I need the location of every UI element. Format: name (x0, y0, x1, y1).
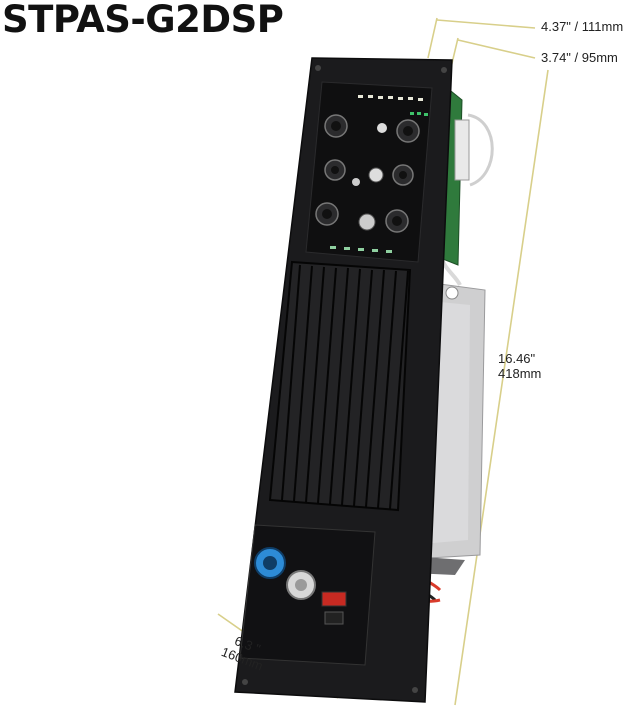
main-panel (234, 57, 453, 703)
width-outer-label: 4.37" / 111mm (541, 19, 624, 34)
height-label: 16.46" 418mm (498, 351, 541, 381)
height-mm-label: 418mm (498, 366, 542, 381)
product-title: STPAS-G2DSP (2, 0, 284, 41)
width-inner-label: 3.74" / 95mm (541, 50, 618, 65)
height-in-label: 16.46" (498, 351, 536, 366)
heatsink (268, 260, 412, 512)
